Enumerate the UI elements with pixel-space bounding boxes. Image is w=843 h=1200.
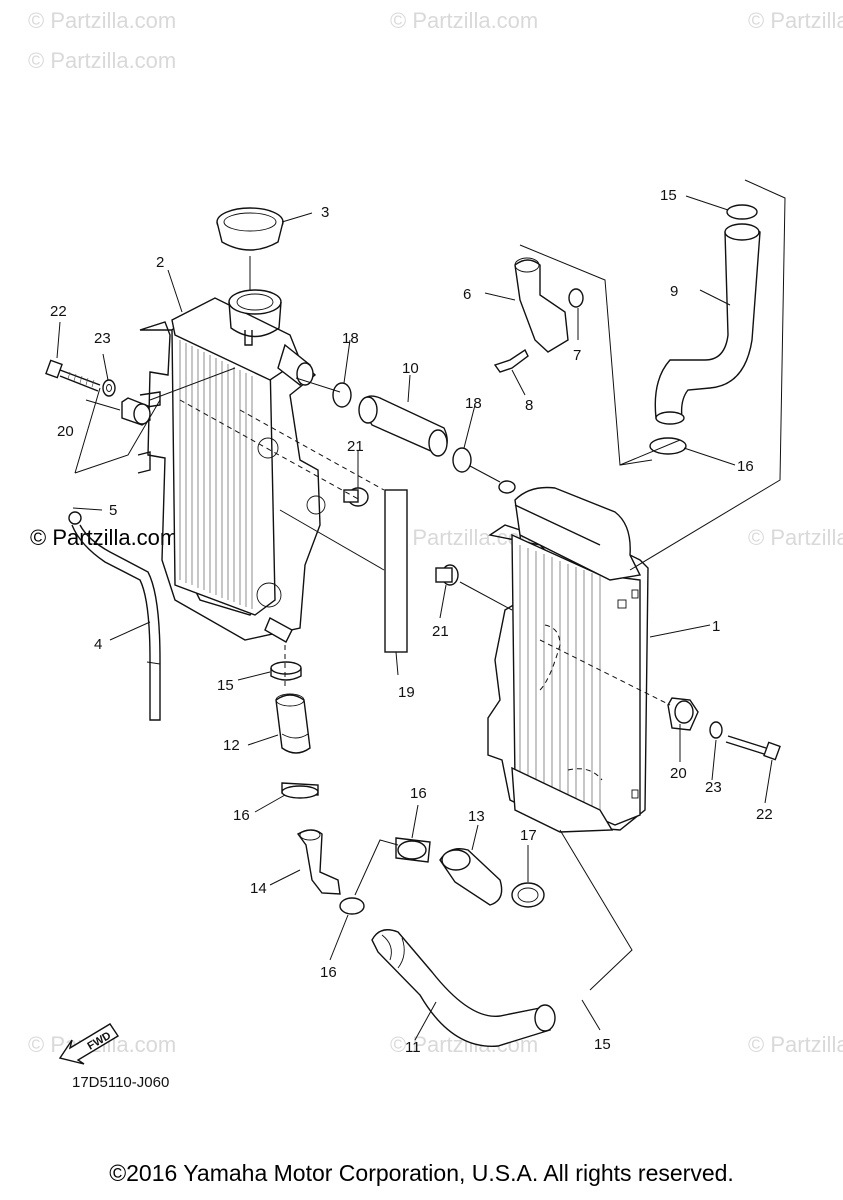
- bolts-21: [343, 487, 459, 586]
- hose-13: [439, 848, 545, 908]
- callout-2: 2: [156, 254, 164, 271]
- callout-16: 16: [233, 807, 250, 824]
- callout-18: 18: [465, 395, 482, 412]
- callout-20: 20: [670, 765, 687, 782]
- callout-6: 6: [463, 286, 471, 303]
- right-mount-hardware: [667, 697, 781, 761]
- callout-numbers: 1 2 3 4 5 6 7 8 9 10 11 12 13 14 15 15 1…: [50, 187, 773, 1056]
- callout-23: 23: [705, 779, 722, 796]
- watermark-prominent: © Partzilla.com: [30, 525, 178, 550]
- callout-1: 1: [712, 618, 720, 635]
- callout-21: 21: [432, 623, 449, 640]
- callout-9: 9: [670, 283, 678, 300]
- left-mount-hardware: [45, 359, 236, 474]
- watermark: © Partzilla.com: [748, 8, 843, 33]
- callout-13: 13: [468, 808, 485, 825]
- leader-lines: [56, 179, 786, 1041]
- copyright-footer: ©2016 Yamaha Motor Corporation, U.S.A. A…: [109, 1160, 734, 1186]
- callout-11: 11: [405, 1039, 421, 1056]
- left-radiator: [137, 289, 326, 643]
- callout-15: 15: [660, 187, 677, 204]
- watermark: © Partzilla.com: [28, 48, 176, 73]
- right-radiator: [487, 480, 649, 833]
- watermarks: © Partzilla.com © Partzilla.com © Partzi…: [28, 8, 843, 1057]
- upper-hose-9: [649, 204, 761, 455]
- callout-22: 22: [50, 303, 67, 320]
- callout-4: 4: [94, 636, 102, 653]
- watermark: © Partzilla.com: [748, 525, 843, 550]
- callout-20: 20: [57, 423, 74, 440]
- callout-22: 22: [756, 806, 773, 823]
- callout-15: 15: [217, 677, 234, 694]
- diagram-code: 17D5110-J060: [72, 1074, 169, 1091]
- callout-21: 21: [347, 438, 364, 455]
- watermark: © Partzilla.com: [390, 8, 538, 33]
- upper-hose-10: [332, 382, 472, 473]
- callout-3: 3: [321, 204, 329, 221]
- foam-strip-19: [384, 489, 408, 653]
- callout-12: 12: [223, 737, 240, 754]
- overflow-hose: [68, 511, 161, 721]
- callout-16: 16: [320, 964, 337, 981]
- callout-18: 18: [342, 330, 359, 347]
- callout-23: 23: [94, 330, 111, 347]
- callout-5: 5: [109, 502, 117, 519]
- callout-16: 16: [737, 458, 754, 475]
- fitting-6: [493, 257, 584, 373]
- callout-8: 8: [525, 397, 533, 414]
- fwd-arrow-icon: FWD: [58, 1023, 119, 1065]
- radiator-cap: [216, 207, 284, 290]
- callout-19: 19: [398, 684, 415, 701]
- callout-7: 7: [573, 347, 581, 364]
- callout-16: 16: [410, 785, 427, 802]
- left-lower-hoses: [270, 645, 431, 915]
- callout-10: 10: [402, 360, 419, 377]
- callout-14: 14: [250, 880, 267, 897]
- callout-15: 15: [594, 1036, 611, 1053]
- callout-17: 17: [520, 827, 537, 844]
- watermark: © Partzilla.com: [748, 1032, 843, 1057]
- watermark: © Partzilla.com: [28, 8, 176, 33]
- lower-hose-11: [371, 929, 556, 1047]
